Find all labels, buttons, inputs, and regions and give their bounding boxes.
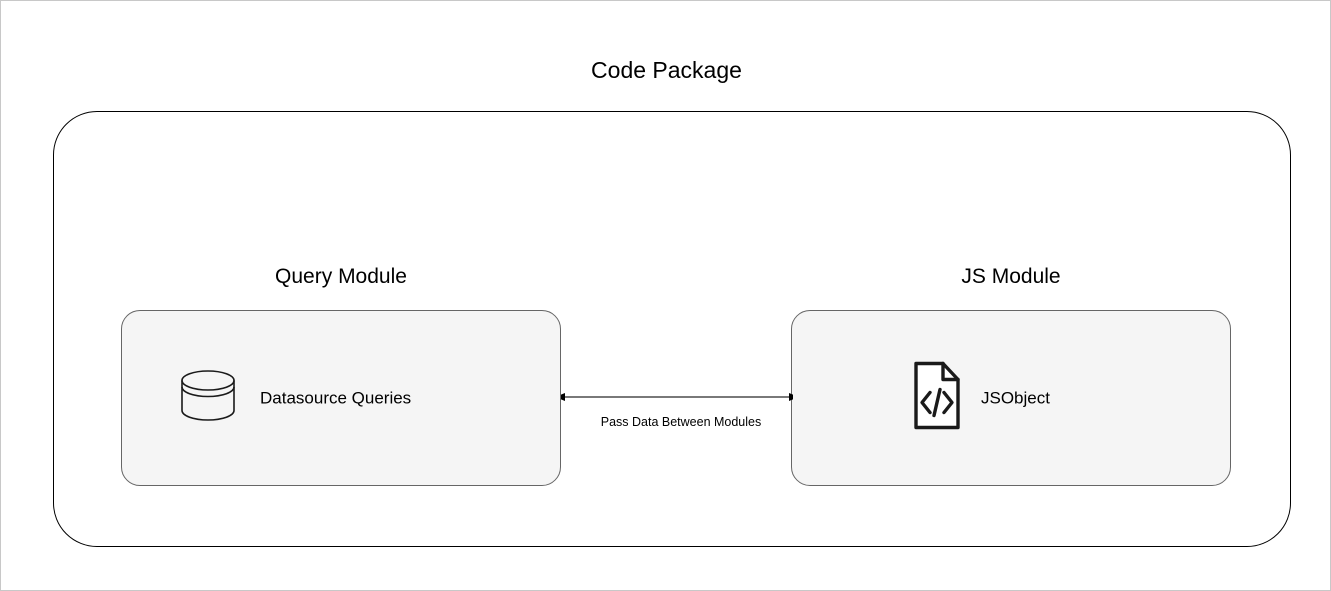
diagram-title: Code Package <box>591 57 742 83</box>
jsobject-label: JSObject <box>981 388 1050 407</box>
query-module-title: Query Module <box>275 265 407 288</box>
connector-label: Pass Data Between Modules <box>600 415 762 429</box>
js-module-title: JS Module <box>961 265 1061 288</box>
query-module-box[interactable]: Datasource Queries <box>121 310 561 486</box>
js-module-box[interactable]: JSObject <box>791 310 1231 486</box>
datasource-queries-label: Datasource Queries <box>260 388 412 407</box>
code-document-icon <box>913 361 961 436</box>
database-cylinder-icon <box>180 369 236 428</box>
jsobject-node[interactable]: JSObject <box>913 361 1050 436</box>
pass-data-connector <box>561 383 793 413</box>
datasource-queries-node[interactable]: Datasource Queries <box>180 369 411 428</box>
